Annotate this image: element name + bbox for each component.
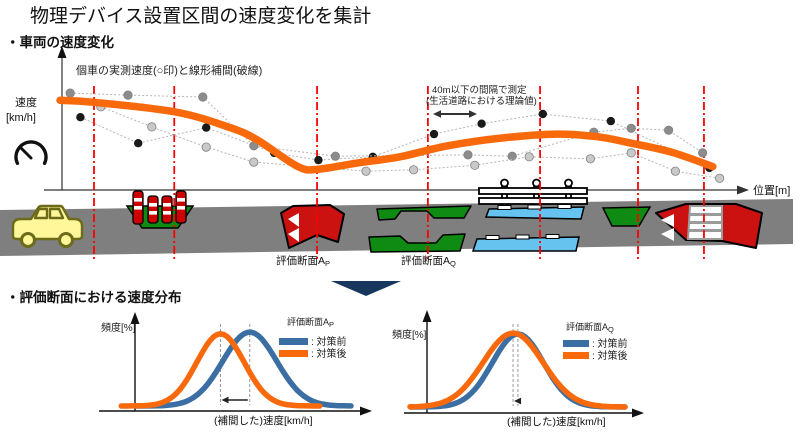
down-arrow-icon — [331, 281, 401, 296]
section-label-p-base: 評価断面A — [276, 254, 325, 267]
dist-chart-aq: 頻度[%] 評価断面AQ : 対策前 : 対策後 (補間した)速度[km/h] — [392, 310, 644, 428]
crosswalk-chevron — [661, 214, 674, 227]
dist2-peak-marks — [512, 324, 522, 406]
measurement-interval-annotation: 40m以下の間隔で測定 (生活道路における理論値) — [426, 84, 537, 118]
main-chart-caption: 個車の実測速度(○印)と線形補間(破線) — [76, 63, 262, 77]
car-wheel — [58, 232, 74, 248]
dist1-legend-title: 評価断面AP — [287, 316, 334, 329]
section-label-p: 評価断面AP — [276, 254, 330, 268]
main-xlabel: 位置[m] — [753, 183, 790, 197]
y-axis-arrow-icon — [57, 46, 67, 58]
dist1-legend-title-base: 評価断面A — [287, 316, 329, 327]
annotation-line2: (生活道路における理論値) — [426, 95, 537, 107]
cushion-ticks — [497, 204, 572, 210]
speed-cushion-device — [471, 204, 585, 252]
measured-speed-dots — [65, 88, 725, 183]
dist2-curves — [407, 330, 628, 410]
section-label-q-base: 評価断面A — [401, 254, 450, 267]
dist-chart-ap: 頻度[%] 評価断面AP : 対策前 : 対策後 (補間した)速度[km/h] — [99, 312, 372, 427]
section-label-q: 評価断面AQ — [401, 254, 456, 268]
chicane-lower — [368, 233, 466, 253]
rising-bollards-device — [125, 190, 195, 229]
dist2-legend-title-sub: Q — [608, 325, 614, 334]
car-wheel — [20, 232, 36, 248]
dist1-legend-after: : 対策後 — [311, 347, 347, 360]
annotation-line1: 40m以下の間隔で測定 — [432, 84, 527, 96]
crosswalk-chevron — [661, 228, 674, 241]
car-icon — [11, 204, 84, 248]
dist1-x-arrow-icon — [360, 406, 372, 416]
section-label-p-sub: P — [325, 259, 330, 268]
dist2-legend-swatch-after — [563, 352, 589, 359]
interpolated-speed-curve — [56, 96, 717, 174]
x-axis-arrow-icon — [737, 185, 749, 195]
dist2-legend-title-base: 評価断面A — [566, 321, 608, 332]
dist2-y-arrow-icon — [422, 310, 432, 322]
main-ylabel: 速度 — [15, 95, 37, 109]
dist2-xlabel: (補間した)速度[km/h] — [507, 415, 606, 428]
dist1-legend-swatch-before — [279, 338, 308, 345]
dist1-legend-swatch-after — [279, 350, 308, 357]
measurement-section-lines — [93, 86, 705, 262]
hump-chevron — [288, 228, 299, 242]
hump-device — [280, 204, 345, 249]
speedometer-arc — [14, 140, 48, 165]
car-body — [11, 204, 84, 241]
main-chart-axes — [44, 46, 749, 195]
speedometer-needle — [18, 145, 33, 160]
guardrail-icon — [478, 178, 588, 211]
dist1-ylabel: 頻度[%] — [101, 321, 136, 334]
dist2-legend-after: : 対策後 — [592, 349, 628, 362]
interval-arrow-right-icon — [469, 110, 477, 118]
cushion-ticks — [485, 234, 560, 240]
page-title: 物理デバイス設置区間の速度変化を集計 — [30, 5, 371, 27]
dist1-xlabel: (補間した)速度[km/h] — [214, 414, 313, 427]
car-window-rear — [48, 207, 65, 220]
dist2-legend-title: 評価断面AQ — [566, 321, 614, 334]
dist2-legend-swatch-before — [563, 340, 589, 347]
section2-heading: ・評価断面における速度分布 — [6, 289, 182, 305]
section1-heading: ・車両の速度変化 — [6, 34, 114, 50]
dist2-x-arrow-icon — [632, 408, 644, 418]
speedometer-icon — [14, 140, 48, 165]
dist1-legend-before: : 対策前 — [311, 335, 347, 348]
bollard-stripes — [134, 198, 185, 215]
dist1-curves — [118, 329, 354, 409]
dist2-ylabel: 頻度[%] — [392, 328, 427, 341]
interval-arrow-left-icon — [433, 110, 441, 118]
road-surface — [0, 199, 793, 256]
dist2-legend-before: : 対策前 — [592, 337, 628, 350]
section-label-q-sub: Q — [450, 259, 456, 268]
raised-crosswalk-device — [655, 203, 763, 249]
dist1-legend-title-sub: P — [329, 320, 334, 329]
hump-chevron — [288, 213, 299, 227]
dist1-y-arrow-icon — [130, 312, 140, 324]
car-window-front — [33, 207, 49, 220]
cushion-lower — [471, 236, 580, 252]
main-ylabel-unit: [km/h] — [6, 112, 36, 124]
